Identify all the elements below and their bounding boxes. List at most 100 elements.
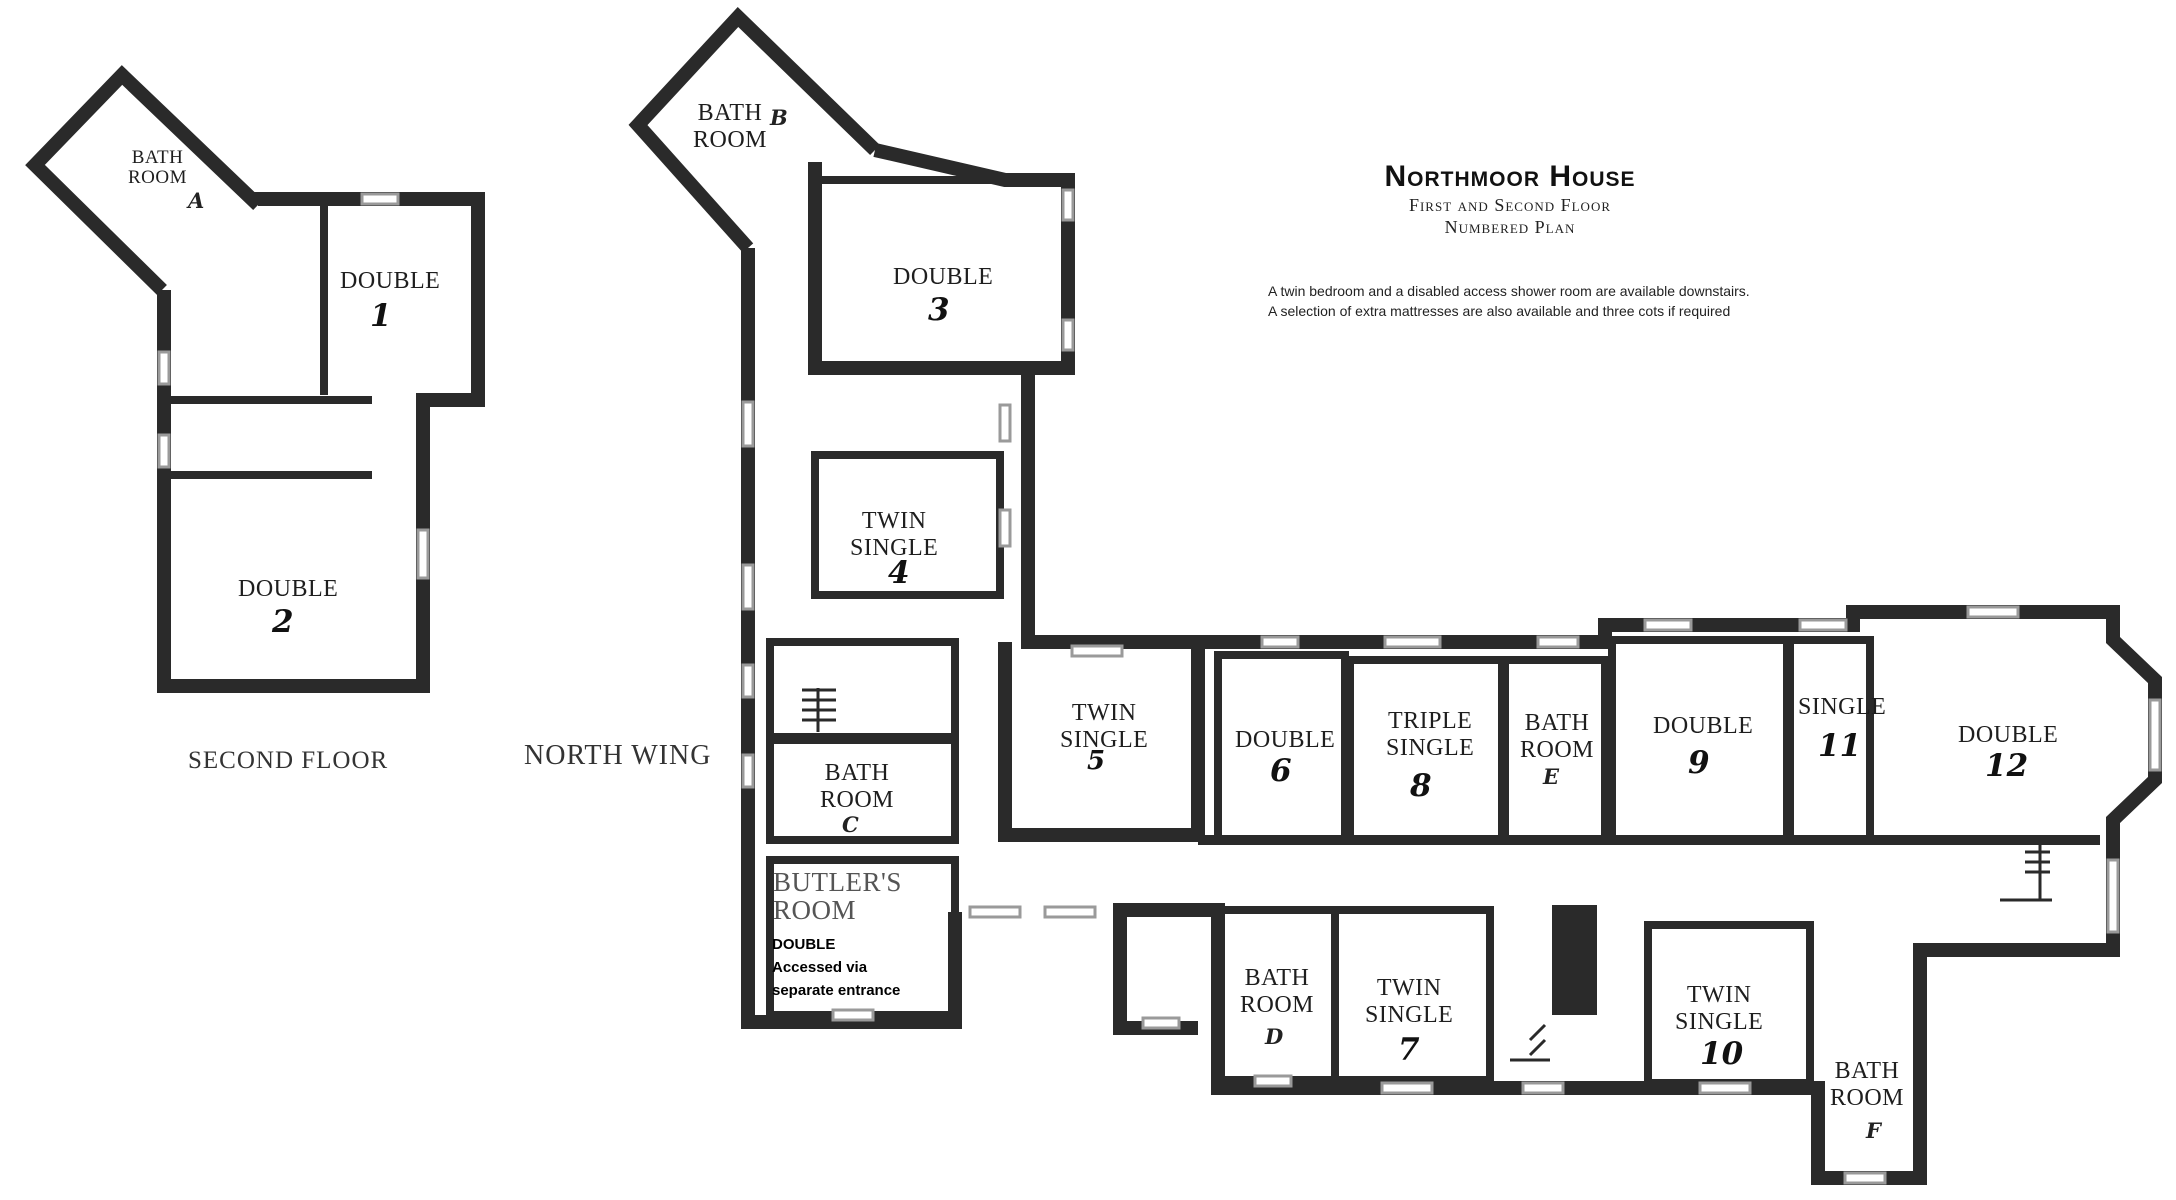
room-label-line: SINGLE <box>1365 1002 1454 1028</box>
wall-north-tower <box>628 6 880 253</box>
room-number-6: 6 <box>1270 753 1292 789</box>
floor-label-north-wing: NORTH WING <box>524 740 712 771</box>
room-label-line: SINGLE <box>1060 727 1149 753</box>
wall-north-core <box>1021 368 1198 649</box>
room-number-1: 1 <box>370 298 392 334</box>
window <box>1043 905 1097 919</box>
butler-room-title: BUTLER'S ROOM <box>773 868 902 924</box>
windows <box>157 188 2162 1185</box>
stairs-east <box>2000 840 2052 902</box>
butler-title-line-1: BUTLER'S <box>773 867 902 897</box>
room-label-line: SINGLE <box>1386 735 1475 761</box>
window <box>416 528 430 580</box>
room-number-10: 10 <box>1700 1036 1744 1072</box>
window <box>1966 605 2020 619</box>
window <box>1383 635 1442 649</box>
room-number-9: 9 <box>1688 745 1710 781</box>
window <box>1380 1081 1434 1095</box>
plan-subtitle-2: Numbered Plan <box>1444 217 1576 237</box>
window <box>831 1008 875 1022</box>
room-label-line: ROOM <box>820 787 895 813</box>
window <box>741 753 755 789</box>
room-letter-f: F <box>1866 1118 1881 1143</box>
room-label-double-2: DOUBLE <box>238 576 339 602</box>
room-number-12: 12 <box>1985 748 2029 784</box>
butler-note-line: DOUBLE <box>772 936 836 953</box>
wall-main-outer <box>998 605 2162 1185</box>
window <box>1253 1074 1293 1088</box>
plan-notes: A twin bedroom and a disabled access sho… <box>1268 281 1750 321</box>
floor-label-second: SECOND FLOOR <box>188 747 389 774</box>
wall-room-9 <box>1608 636 1791 844</box>
window <box>998 508 1012 548</box>
butler-note-line: separate entrance <box>772 982 901 999</box>
room-label-line: BATH <box>697 100 763 126</box>
window <box>998 403 1012 443</box>
wall-stair-1 <box>766 638 959 741</box>
room-label-line: TWIN <box>1686 982 1752 1008</box>
note-downstairs: A twin bedroom and a disabled access sho… <box>1268 283 1750 299</box>
room-label-line: ROOM <box>1520 737 1595 763</box>
window <box>2148 698 2162 772</box>
room-label-line: ROOM <box>1240 992 1315 1018</box>
wall-room-7 <box>1331 906 1494 1084</box>
plan-title: Northmoor House <box>1384 160 1636 193</box>
wall-room-6 <box>1214 651 1349 844</box>
window <box>1260 635 1300 649</box>
window <box>741 563 755 611</box>
room-label-line: BATH <box>1524 710 1590 736</box>
wall-second-floor-tower <box>25 65 263 295</box>
room-letter-d: D <box>1265 1024 1284 1049</box>
room-label-line: BATH <box>824 760 890 786</box>
wall-room-c <box>766 736 959 844</box>
butler-title-line-2: ROOM <box>773 895 857 925</box>
window <box>741 400 755 448</box>
wall-room-e <box>1501 656 1609 844</box>
window <box>741 663 755 699</box>
room-number-11: 11 <box>1818 728 1862 764</box>
wall-room-3 <box>811 176 1069 372</box>
room-label-double-3: DOUBLE <box>893 264 994 290</box>
room-number-2: 2 <box>272 604 294 640</box>
room-label-line: ROOM <box>1830 1085 1905 1111</box>
stairs <box>802 688 2052 1062</box>
room-letter-b: B <box>770 105 788 130</box>
window <box>1536 635 1580 649</box>
room-number-7: 7 <box>1398 1032 1420 1068</box>
room-label-line: TWIN <box>861 508 927 534</box>
wall-stair-2 <box>1552 905 1597 1015</box>
title-block: Northmoor House First and Second Floor N… <box>1290 160 1730 238</box>
window <box>1798 618 1848 632</box>
room-letter-c: C <box>842 812 859 837</box>
window <box>1843 1171 1887 1185</box>
room-label-line: BATH <box>131 147 184 168</box>
window <box>157 433 171 469</box>
room-label-line: TWIN <box>1071 700 1137 726</box>
room-label-line: SINGLE <box>850 535 939 561</box>
room-label-double-12: DOUBLE <box>1958 722 2059 748</box>
window <box>1643 618 1693 632</box>
room-label-line: ROOM <box>128 167 188 188</box>
room-number-5: 5 <box>1087 746 1106 776</box>
stairs-north <box>802 688 836 732</box>
wall-room-11 <box>1786 636 1874 844</box>
window <box>1698 1081 1752 1095</box>
room-label-single-11: SINGLE <box>1798 694 1887 720</box>
butler-note-line: Accessed via <box>772 959 868 976</box>
window <box>1141 1016 1181 1030</box>
room-letter-e: E <box>1543 764 1560 789</box>
window <box>1061 318 1075 352</box>
window <box>1070 644 1124 658</box>
note-mattresses: A selection of extra mattresses are also… <box>1268 303 1731 319</box>
plan-subtitle-1: First and Second Floor <box>1408 195 1612 215</box>
room-letter-a: A <box>188 188 205 213</box>
